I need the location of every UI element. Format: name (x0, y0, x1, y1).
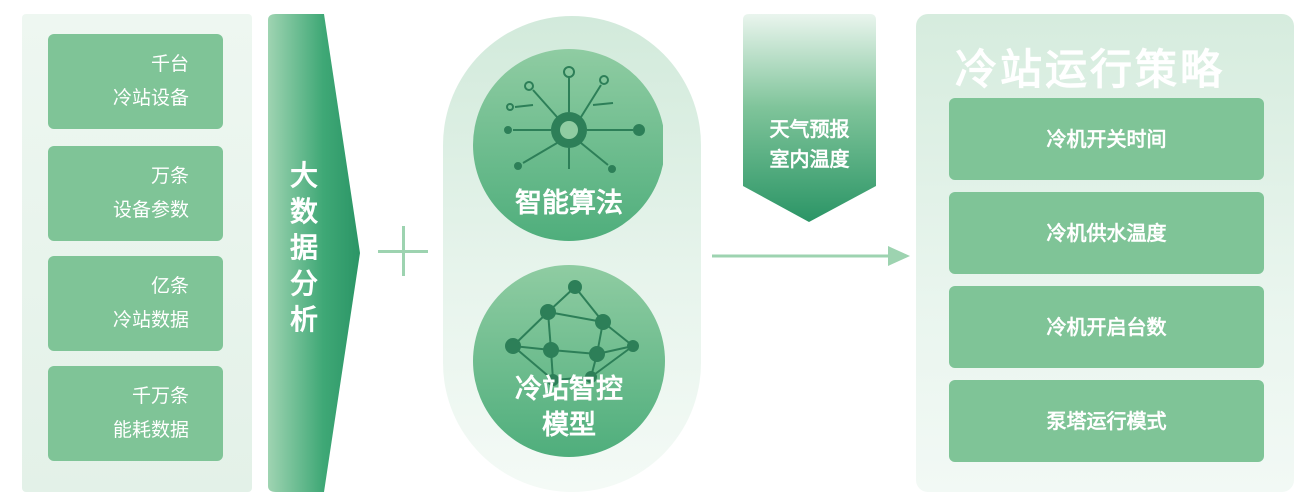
big-data-char: 据 (289, 231, 318, 264)
data-card-count: 亿条 (150, 275, 189, 297)
model-label-line1: 冷站智控 (515, 374, 623, 405)
external-input-arrow (743, 14, 876, 222)
data-card-params: 万条 设备参数 (48, 146, 223, 241)
data-card-count: 万条 (150, 165, 189, 187)
data-card-label: 冷站设备 (112, 87, 189, 109)
indoor-temp-label: 室内温度 (769, 147, 850, 171)
plus-icon (378, 226, 428, 276)
data-card-devices: 千台 冷站设备 (48, 34, 223, 129)
model-label-line2: 模型 (542, 410, 596, 441)
flow-arrow (712, 246, 910, 266)
data-card-label: 设备参数 (112, 199, 189, 221)
virus-network-icon (504, 66, 645, 173)
data-card-count: 千万条 (131, 385, 189, 407)
model-circle (473, 265, 665, 457)
algorithm-label: 智能算法 (515, 188, 623, 219)
big-data-arrow (268, 14, 360, 492)
data-card-label: 冷站数据 (112, 309, 189, 331)
big-data-char: 析 (289, 303, 318, 336)
big-data-label: 大 数 据 分 析 (284, 158, 324, 338)
data-card-station-data: 亿条 冷站数据 (48, 256, 223, 351)
external-input-label: 天气预报 室内温度 (743, 114, 876, 174)
neural-network-icon (505, 280, 639, 386)
algorithm-circle (473, 49, 663, 241)
strategy-item: 冷机开启台数 (949, 286, 1264, 368)
strategy-item: 泵塔运行模式 (949, 380, 1264, 462)
strategy-item: 冷机开关时间 (949, 98, 1264, 180)
model-label: 冷站智控 模型 (473, 372, 665, 444)
big-data-char: 大 (289, 159, 318, 192)
data-card-energy-data: 千万条 能耗数据 (48, 366, 223, 461)
strategy-item: 冷机供水温度 (949, 192, 1264, 274)
strategy-title: 冷站运行策略 (954, 45, 1225, 94)
weather-forecast-label: 天气预报 (769, 117, 850, 141)
data-card-count: 千台 (150, 53, 189, 75)
big-data-char: 数 (289, 195, 318, 228)
big-data-char: 分 (289, 267, 318, 300)
data-card-label: 能耗数据 (112, 419, 189, 441)
